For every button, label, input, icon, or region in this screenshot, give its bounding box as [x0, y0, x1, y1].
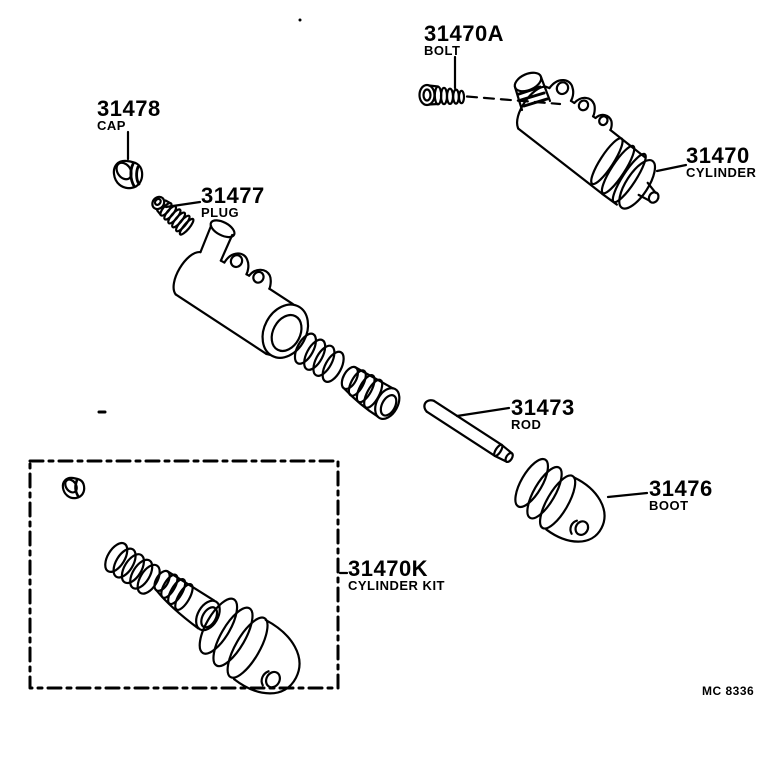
cylinder-drawing: [513, 71, 660, 210]
plug-drawing: [151, 195, 195, 236]
bolt-drawing: [418, 83, 466, 107]
part-number-cap: 31478: [97, 96, 161, 121]
part-number-rod: 31473: [511, 395, 575, 420]
rod-drawing: [423, 399, 514, 464]
label-rod: 31473 ROD: [511, 395, 575, 432]
stray-dot: [298, 18, 302, 22]
part-number-plug: 31477: [201, 183, 265, 208]
piston-spring: [293, 332, 345, 383]
cylinder-kit-box: [28, 459, 340, 690]
label-plug: 31477 PLUG: [201, 183, 265, 220]
label-cap: 31478 CAP: [97, 96, 161, 133]
cylinder-leader-line: [655, 163, 688, 173]
cylinder-inlet-port: [513, 71, 552, 112]
label-cylinder-kit: 31470K CYLINDER KIT: [348, 556, 445, 593]
rod-leader-line: [455, 406, 511, 418]
part-name-plug: PLUG: [201, 205, 240, 220]
bolt-alignment-dashes: [465, 95, 562, 106]
label-boot: 31476 BOOT: [649, 476, 713, 513]
part-name-cap: CAP: [97, 118, 126, 133]
cap-drawing: [112, 159, 144, 190]
cylinder-body: [172, 219, 310, 359]
drawing-code: MC 8336: [702, 684, 755, 698]
cylinder-body-exploded-drawing: [172, 219, 401, 420]
label-cylinder: 31470 CYLINDER: [686, 143, 757, 180]
kit-piston-drawing: [153, 569, 221, 632]
kit-spring-drawing: [104, 541, 161, 595]
part-number-cylinder: 31470: [686, 143, 750, 168]
label-bolt: 31470A BOLT: [424, 21, 505, 58]
piston: [340, 365, 401, 420]
boot-leader-line: [606, 491, 649, 499]
part-number-bolt: 31470A: [424, 21, 505, 46]
boot-drawing: [514, 457, 606, 543]
part-name-boot: BOOT: [649, 498, 689, 513]
part-number-boot: 31476: [649, 476, 713, 501]
part-name-rod: ROD: [511, 417, 542, 432]
part-name-cylinder: CYLINDER: [686, 165, 757, 180]
kit-cap-drawing: [61, 476, 86, 500]
part-name-bolt: BOLT: [424, 43, 461, 58]
part-name-cylinder-kit: CYLINDER KIT: [348, 578, 445, 593]
kit-boot-drawing: [198, 597, 301, 695]
part-number-cylinder-kit: 31470K: [348, 556, 429, 581]
